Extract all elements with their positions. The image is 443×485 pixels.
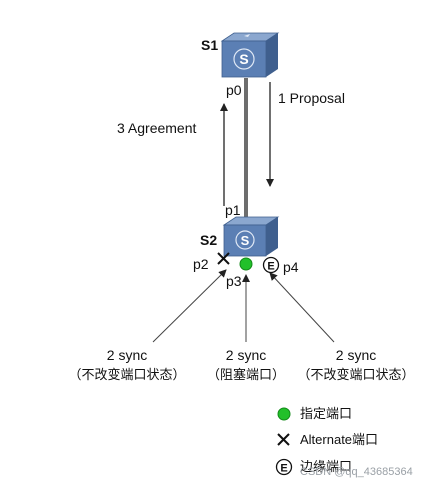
legend-designated-label: 指定端口	[300, 406, 353, 421]
sync-arrow-p2	[152, 269, 227, 343]
port-p0-label: p0	[226, 82, 242, 98]
watermark: CSDN @qq_43685364	[300, 466, 413, 478]
sync-left-subtitle: （不改变端口状态）	[68, 367, 186, 382]
svg-text:E: E	[267, 261, 274, 273]
port-p2-label: p2	[193, 256, 209, 272]
port-p3-label: p3	[226, 273, 242, 289]
switch-s2-glyph: S	[241, 233, 250, 248]
port-p1-label: p1	[225, 202, 241, 218]
port-p4-label: p4	[283, 259, 299, 275]
switch-s1-label: S1	[201, 37, 219, 53]
legend-alternate-label: Alternate端口	[300, 432, 379, 447]
switch-s2-icon: S	[222, 216, 280, 257]
edge-port-mark: E	[262, 256, 280, 274]
sync-label-left: 2 sync （不改变端口状态）	[52, 348, 202, 381]
sync-label-right: 2 sync （不改变端口状态）	[281, 348, 431, 381]
legend-alternate-mark	[277, 433, 290, 446]
sync-arrow-p4	[269, 272, 335, 343]
proposal-label: 1 Proposal	[278, 90, 345, 106]
legend-designated-dot	[277, 407, 291, 421]
switch-s1-icon: S	[220, 32, 280, 78]
designated-port-dot	[239, 257, 253, 271]
legend-edge-mark: E	[275, 458, 293, 476]
sync-right-title: 2 sync	[335, 347, 377, 363]
sync-label-middle: 2 sync （阻塞端口）	[196, 348, 296, 381]
sync-right-subtitle: （不改变端口状态）	[297, 367, 415, 382]
switch-s2-label: S2	[200, 232, 218, 248]
legend-edge-label: 边缘端口	[300, 459, 353, 474]
sync-left-title: 2 sync	[106, 347, 148, 363]
switch-s1-glyph: S	[239, 51, 248, 67]
sync-middle-subtitle: （阻塞端口）	[206, 367, 285, 382]
alternate-port-mark	[217, 252, 230, 265]
agreement-label: 3 Agreement	[117, 120, 197, 136]
svg-text:E: E	[280, 463, 287, 475]
sync-middle-title: 2 sync	[225, 347, 267, 363]
